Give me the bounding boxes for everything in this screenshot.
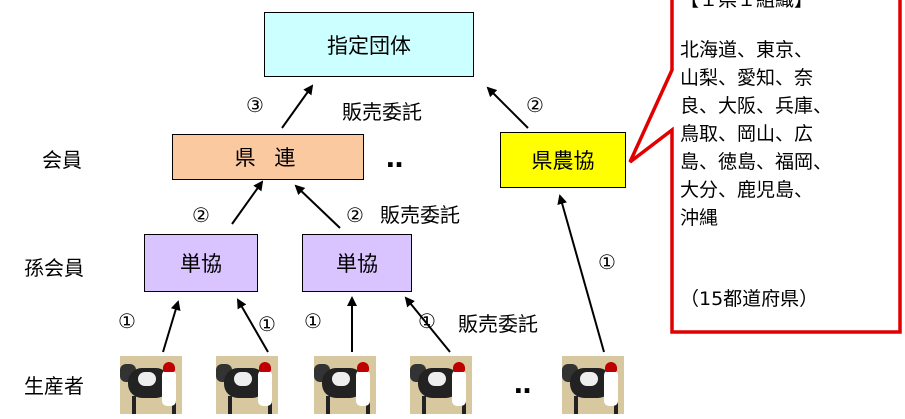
cow-milking-icon: [410, 356, 472, 414]
ellipsis-member-row: ‥: [386, 144, 404, 174]
arrow-producer5-to-prefcoop: [557, 194, 605, 353]
arrow-producer2-to-coop1: [237, 298, 269, 353]
callout-line: 良、大阪、兵庫、: [680, 95, 833, 117]
callout-line: 鳥取、岡山、広: [680, 123, 814, 145]
step-1-d: ①: [418, 309, 436, 333]
step-2-mid-right: ②: [346, 203, 364, 227]
arrow-federation-to-designated: [281, 84, 314, 129]
cow-milking-icon: [562, 356, 624, 414]
arrow-producer4-to-coop2: [404, 296, 451, 353]
step-2-mid-left: ②: [192, 203, 210, 227]
step-1-right: ①: [598, 250, 616, 274]
callout-note: （15都道府県）: [680, 288, 819, 310]
callout-border: [628, 0, 902, 334]
node-single-coop-1: 単協: [144, 234, 258, 292]
callout-line: 沖縄: [680, 207, 719, 229]
callout-line: 島、徳島、福岡、: [680, 151, 833, 173]
step-2-top-right: ②: [526, 93, 544, 117]
step-1-a: ①: [118, 309, 136, 333]
step-1-c: ①: [304, 309, 322, 333]
step-3-top: ③: [246, 93, 264, 117]
node-prefectural-federation: 県 連: [172, 134, 364, 180]
callout-line: 山梨、愛知、奈: [680, 67, 814, 89]
cow-milking-icon: [120, 356, 182, 414]
row-label-grand-member: 孫会員: [24, 256, 84, 280]
node-federation-label: 県 連: [234, 146, 302, 170]
cow-milking-icon: [216, 356, 278, 414]
ellipsis-producer-row: ‥: [514, 370, 532, 400]
row-label-member: 会員: [42, 148, 82, 172]
node-single-coop-2-label: 単協: [336, 252, 378, 276]
edge-label-consignment-bottom: 販売委託: [458, 312, 538, 336]
node-prefectural-coop: 県農協: [500, 132, 626, 188]
callout-heading: 【１県１組織】: [680, 0, 814, 11]
arrow-producer1-to-coop1: [162, 300, 181, 353]
node-single-coop-2: 単協: [302, 234, 412, 292]
callout-line: 北海道、東京、: [680, 39, 814, 61]
callout-line: 大分、鹿児島、: [680, 179, 814, 201]
node-single-coop-1-label: 単協: [180, 252, 222, 276]
node-designated-label: 指定団体: [327, 33, 411, 58]
arrow-coop1-to-federation: [231, 180, 264, 225]
cow-milking-icon: [314, 356, 376, 414]
arrow-coop2-to-federation: [294, 184, 341, 229]
node-prefcoop-label: 県農協: [531, 149, 595, 173]
node-designated-body: 指定団体: [264, 12, 474, 77]
edge-label-consignment-mid: 販売委託: [380, 203, 460, 227]
edge-label-consignment-top: 販売委託: [342, 100, 422, 124]
arrow-prefcoop-to-designated: [486, 86, 529, 129]
step-1-b: ①: [258, 312, 276, 336]
row-label-producer: 生産者: [24, 374, 84, 398]
